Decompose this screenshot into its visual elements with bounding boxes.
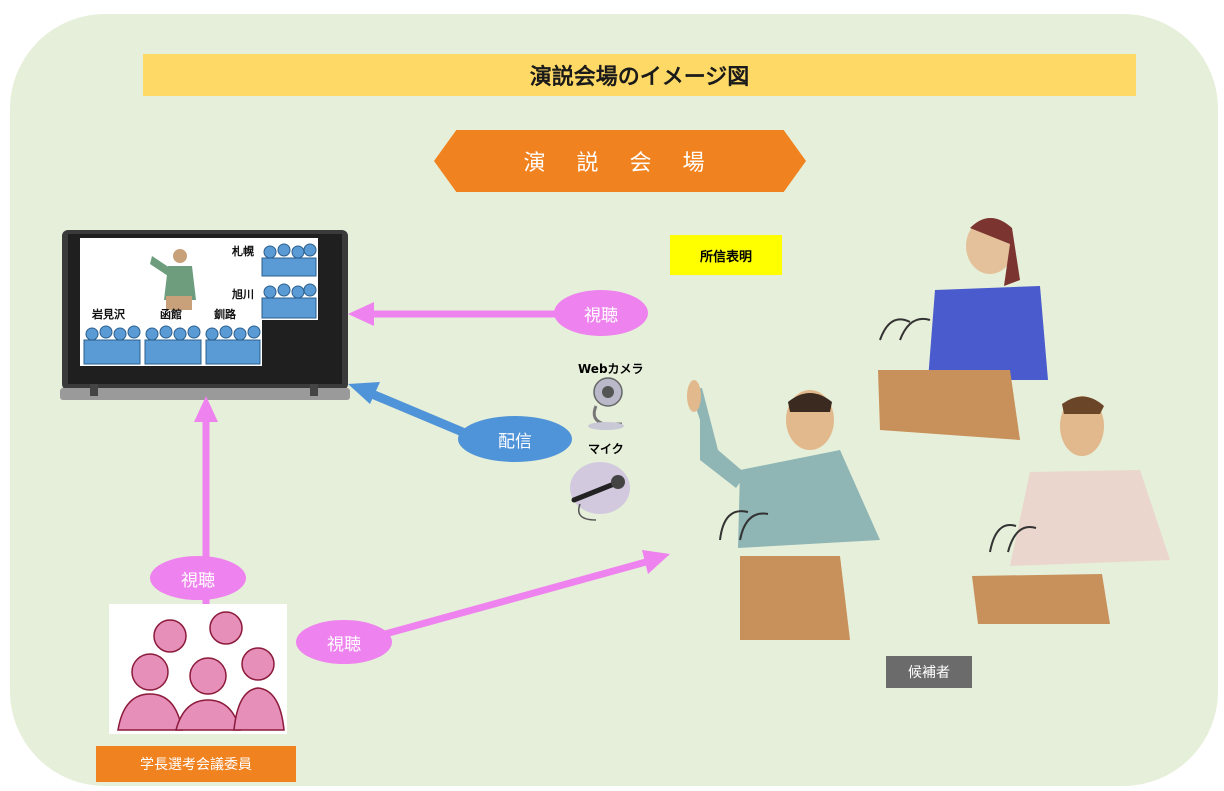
- screen-label-hakodate: 函館: [160, 308, 182, 321]
- arrow-broadcast-to-screen: [348, 382, 474, 441]
- screen-label-sapporo: 札幌: [232, 245, 254, 258]
- mic-label: マイク: [588, 442, 624, 456]
- viewing-ellipse-screen: 視聴: [554, 290, 648, 336]
- viewing-label-candidates: 視聴: [327, 634, 361, 655]
- screen-label-kushiro: 釧路: [214, 308, 236, 321]
- screen-audience-groups: [83, 243, 317, 365]
- venue-label: 演 説 会 場: [523, 151, 717, 176]
- arrow-members-to-candidates: [377, 550, 670, 640]
- venue-banner: 演 説 会 場: [434, 130, 806, 192]
- screen-label-asahikawa: 旭川: [232, 288, 254, 301]
- candidate-figure-man-right: [972, 396, 1170, 624]
- viewing-label-members: 視聴: [181, 570, 215, 591]
- candidates-label: 候補者: [886, 656, 972, 688]
- arrow-viewing-to-screen: [348, 302, 560, 326]
- webcam-label: Webカメラ: [578, 362, 644, 376]
- screen-label-iwamizawa: 岩見沢: [92, 308, 125, 321]
- diagram-title: 演説会場のイメージ図: [529, 65, 750, 90]
- title-banner: 演説会場のイメージ図: [143, 54, 1136, 96]
- broadcast-ellipse: 配信: [458, 416, 572, 462]
- callout-label: 所信表明: [699, 249, 752, 265]
- viewing-ellipse-members: 視聴: [150, 556, 246, 600]
- viewing-ellipse-candidates: 視聴: [296, 620, 392, 664]
- broadcast-label: 配信: [498, 431, 532, 452]
- viewing-label-screen: 視聴: [584, 305, 618, 326]
- committee-label-text: 学長選考会議委員: [140, 757, 252, 773]
- committee-label: 学長選考会議委員: [96, 746, 296, 782]
- microphone-icon: [570, 462, 630, 521]
- policy-statement-callout: 所信表明: [670, 235, 782, 275]
- webcam-icon: [588, 377, 624, 430]
- candidate-figure-man-center: [687, 380, 880, 640]
- committee-members-figure: [109, 604, 287, 734]
- candidate-figure-woman: [878, 218, 1048, 440]
- monitor-screen: [60, 230, 350, 400]
- candidates-label-text: 候補者: [908, 665, 950, 681]
